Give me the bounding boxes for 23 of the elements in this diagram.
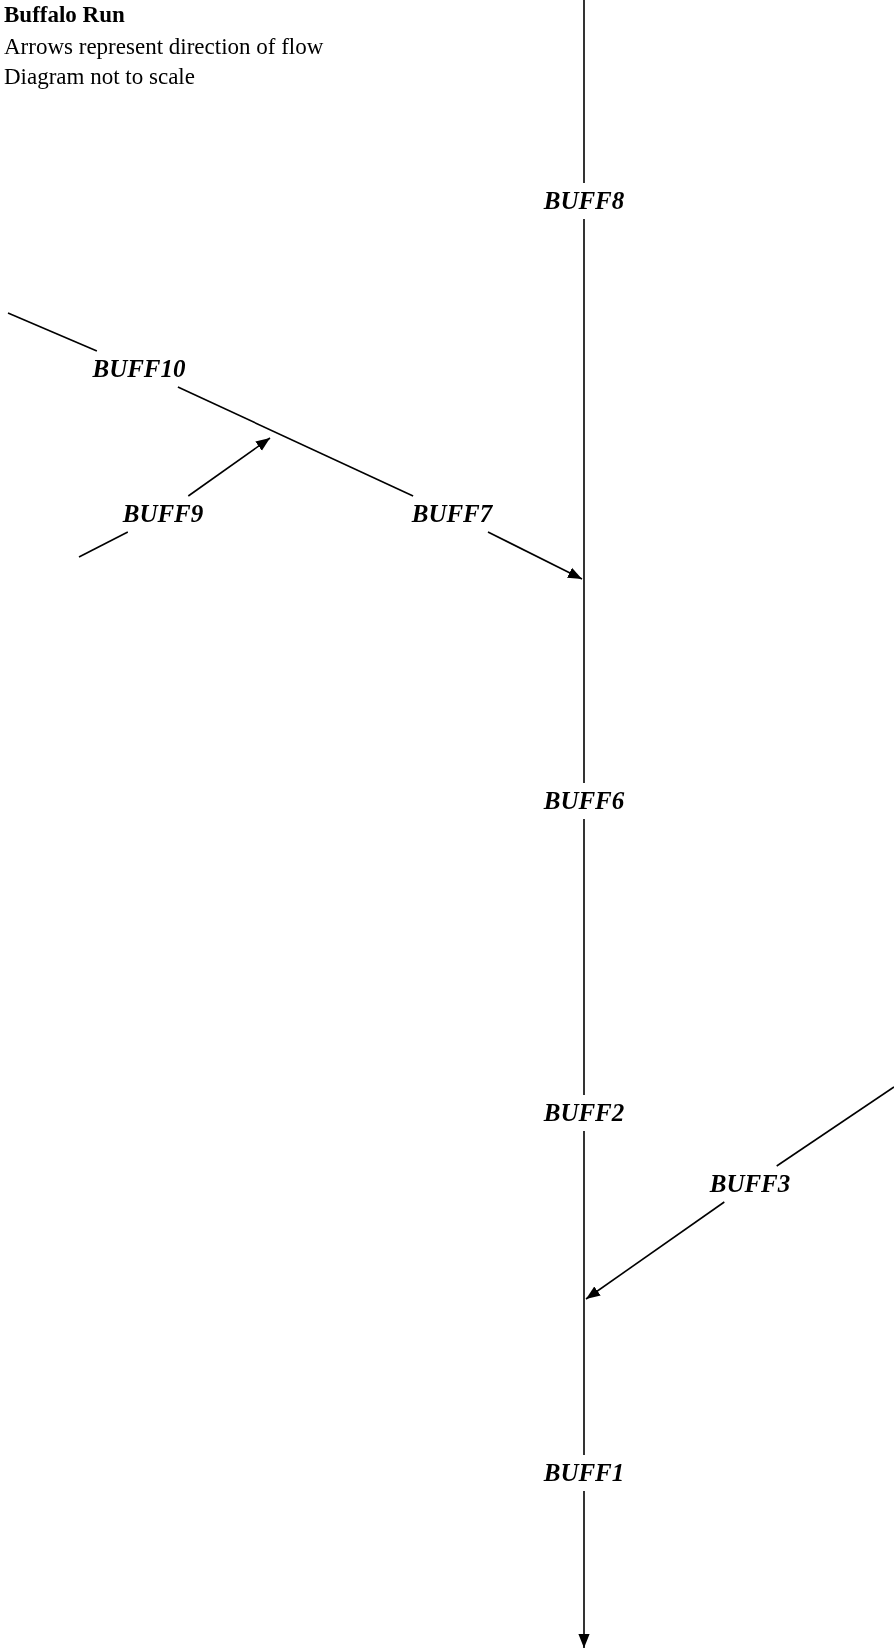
station-label: BUFF10 (86, 351, 192, 387)
flow-arrow (487, 531, 583, 580)
stream-line (7, 312, 98, 352)
stream-line (177, 386, 414, 497)
station-label: BUFF9 (116, 496, 210, 532)
stream-line (583, 0, 585, 184)
flow-arrow (187, 437, 271, 497)
station-label: BUFF6 (537, 783, 631, 819)
stream-line (583, 818, 585, 1096)
stream-line (583, 1130, 585, 1456)
note-text: Diagram not to scale (4, 64, 195, 90)
flow-arrow (585, 1201, 726, 1300)
diagram-title: Buffalo Run (4, 2, 125, 28)
stream-line (78, 531, 129, 558)
note-text: Arrows represent direction of flow (4, 34, 324, 60)
flow-arrow (578, 1490, 590, 1649)
stream-line (775, 1086, 894, 1167)
station-label: BUFF2 (537, 1095, 631, 1131)
station-label: BUFF8 (537, 183, 631, 219)
station-label: BUFF7 (405, 496, 499, 532)
station-label: BUFF3 (703, 1166, 797, 1202)
stream-line (583, 218, 585, 784)
station-label: BUFF1 (537, 1455, 631, 1491)
